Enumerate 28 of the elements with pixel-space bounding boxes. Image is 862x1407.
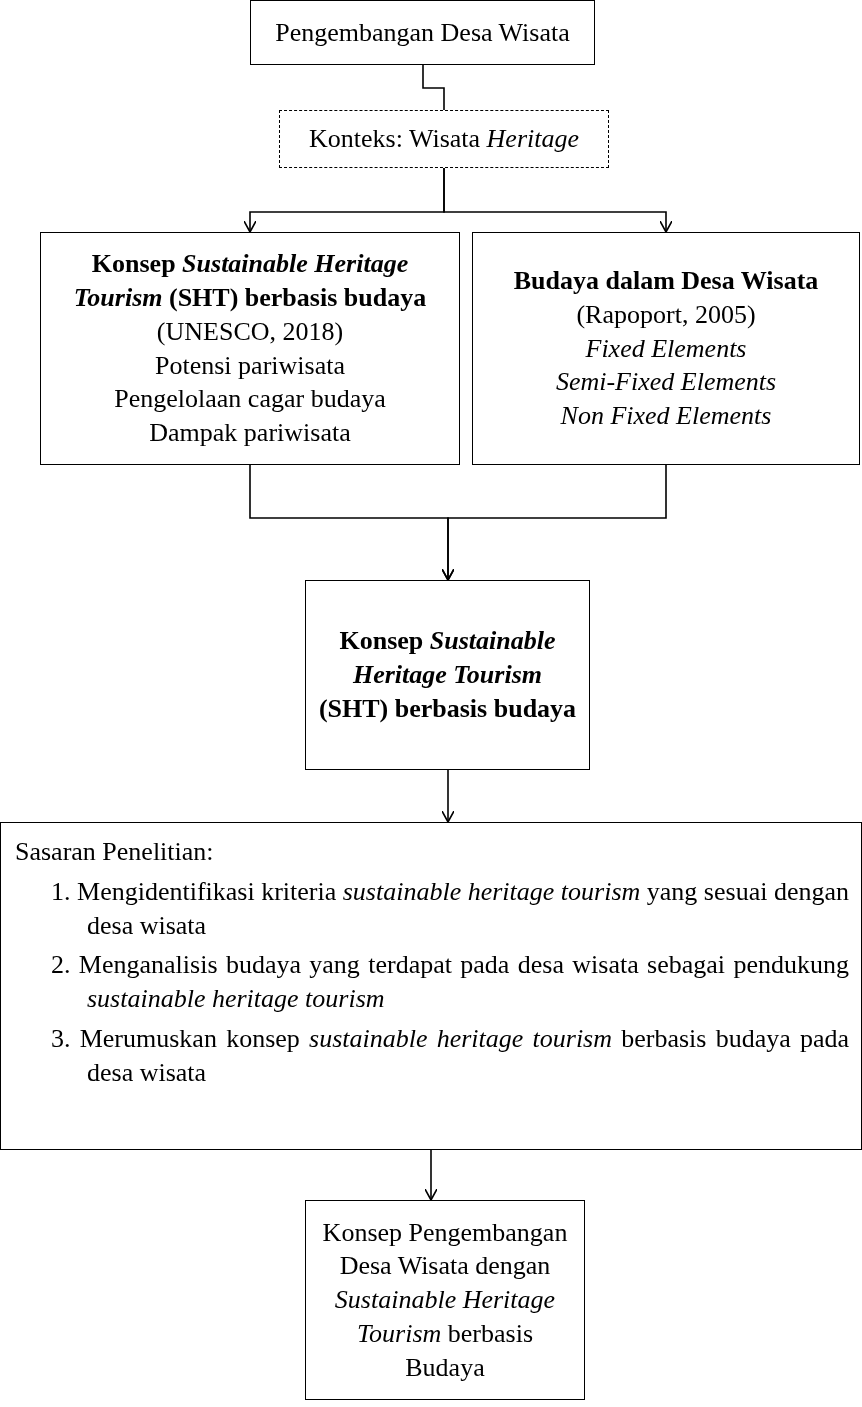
box-text: Potensi pariwisata [155,349,345,382]
context-box [279,110,609,168]
box-text: Non Fixed Elements [560,400,772,433]
process-box [472,232,860,465]
box-heading: Konsep Sustainable Heritage Tourism (SHT) berbasis budaya [72,248,428,314]
process-box [250,0,595,65]
box-text: Konsep Pengembangan Desa Wisata dengan Sustainable Heritage Tourism berbasis Budaya [321,1216,569,1384]
box-text: Pengelolaan cagar budaya [114,383,386,416]
box-text: Konteks: Wisata Heritage [309,123,579,156]
box-text: (Rapoport, 2005) [576,298,756,331]
box-text: Semi-Fixed Elements [555,366,777,399]
box-text: Pengembangan Desa Wisata [275,16,570,49]
process-box [305,580,590,770]
list-item: 1. Mengidentifikasi kriteria sustainable heritage tourism yang sesuai dengan desa wisata [50,875,849,942]
arrow [443,167,673,233]
arrow [424,1149,438,1201]
box-text: Dampak pariwisata [149,417,351,450]
process-box [305,1200,585,1400]
arrow [441,769,455,823]
objectives-box [0,822,862,1150]
box-heading: Budaya dalam Desa Wisata [513,265,819,297]
box-text: Fixed Elements [585,332,747,365]
process-box [40,232,460,465]
arrow [441,464,667,581]
box-heading: Konsep Sustainable Heritage Tourism (SHT) berbasis budaya [318,625,577,725]
list-item: 3. Merumuskan konsep sustainable heritage tourism berbasis budaya pada desa wisata [50,1023,849,1089]
box-text: (UNESCO, 2018) [156,315,344,348]
box-text: Sasaran Penelitian: [15,836,215,868]
